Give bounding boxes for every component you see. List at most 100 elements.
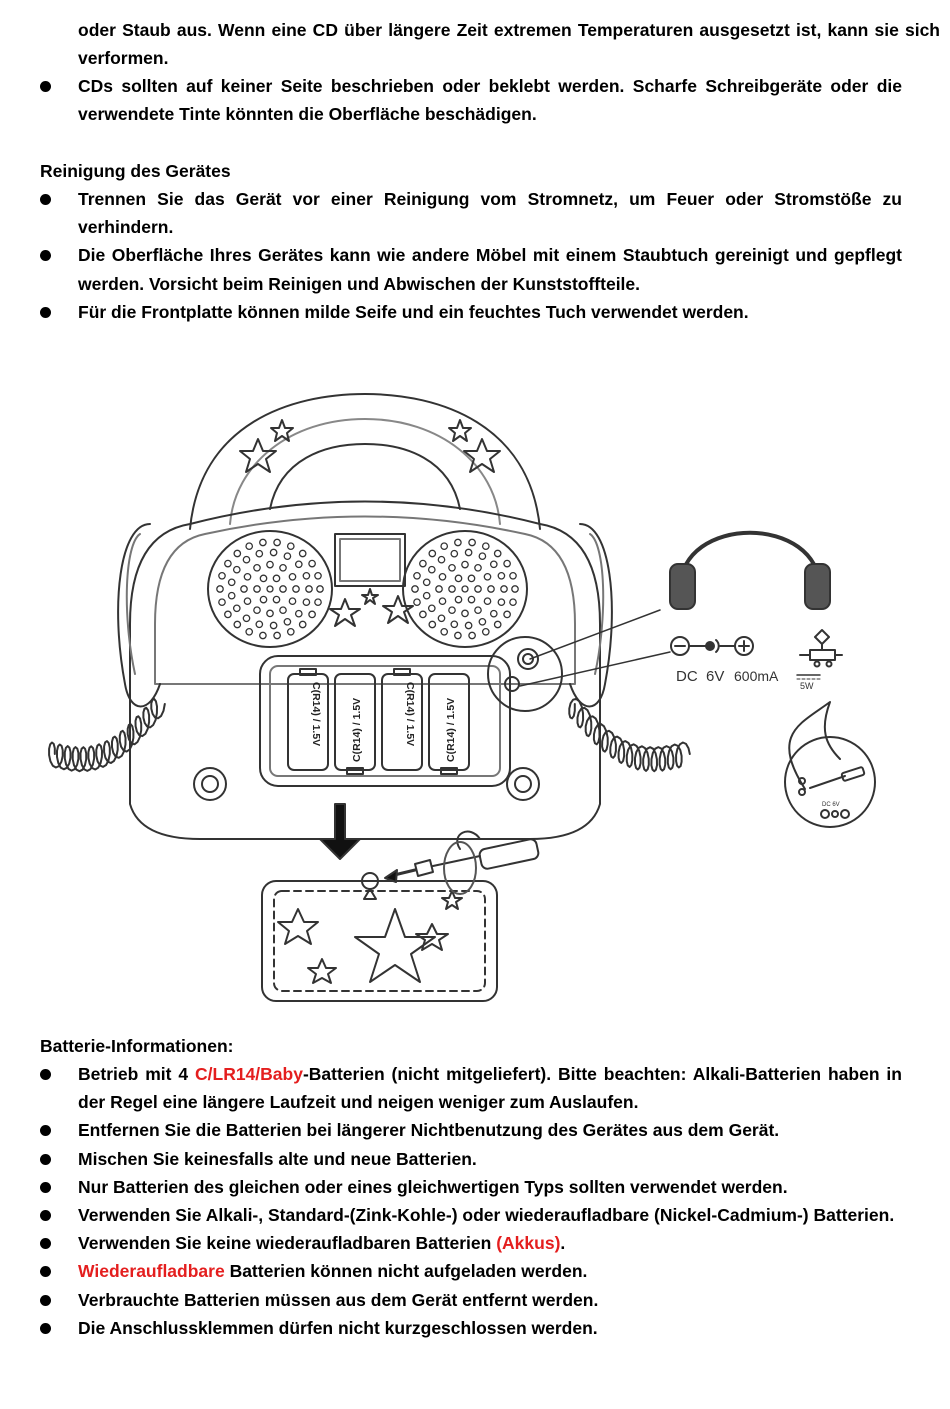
speaker-hole <box>259 538 267 547</box>
battery-compartment-inner <box>269 665 501 777</box>
speaker-hole <box>286 542 295 551</box>
speaker-hole <box>467 595 476 604</box>
voltage-label: 6V <box>706 668 724 685</box>
star-icon <box>463 438 501 473</box>
speaker-hole <box>308 610 316 619</box>
triangle-marker-icon <box>363 888 377 900</box>
speaker-hole <box>245 627 254 636</box>
speaker-hole <box>468 538 476 547</box>
bullet-text: . <box>560 1233 566 1254</box>
speaker-hole <box>279 606 287 615</box>
cleaning-bullet: Trennen Sie das Gerät vor einer Reinigun… <box>40 185 902 241</box>
speaker-hole <box>302 598 311 607</box>
speaker-hole <box>288 597 297 606</box>
right-foot-button-inner <box>514 775 532 793</box>
battery-bullet: Mischen Sie keinesfalls alte und neue Ba… <box>40 1145 902 1173</box>
speaker-hole <box>483 572 492 581</box>
bullet-text: Batterien können nicht aufgeladen werden… <box>224 1261 588 1282</box>
left-microphone-cable <box>48 697 166 773</box>
speaker-hole <box>468 631 476 640</box>
speaker-hole <box>493 620 502 629</box>
speaker-hole <box>253 585 261 593</box>
battery-cell <box>334 673 376 771</box>
speaker-hole <box>294 560 303 569</box>
battery-bullet: Verbrauchte Batterien müssen aus dem Ger… <box>40 1286 902 1314</box>
speaker-hole <box>489 609 498 618</box>
device-body <box>129 500 601 840</box>
speaker-hole <box>503 610 511 619</box>
speaker-hole <box>286 627 295 636</box>
bullet-text: Verwenden Sie keine wiederaufladbaren Ba… <box>78 1233 497 1254</box>
speaker-hole <box>298 620 307 629</box>
speaker-hole <box>478 617 487 626</box>
screw-icon <box>414 859 434 877</box>
inset-callout <box>788 701 841 790</box>
rechargeable-highlight: Wiederaufladbare <box>78 1261 225 1282</box>
battery-bullet: Die Anschlussklemmen dürfen nicht kurzge… <box>40 1314 902 1342</box>
star-icon <box>239 438 277 473</box>
battery-terminal <box>346 767 364 775</box>
speaker-hole <box>450 620 459 629</box>
speaker-hole <box>272 574 281 583</box>
cleaning-heading: Reinigung des Gerätes <box>40 161 231 181</box>
intro-bullet: CDs sollten auf keiner Seite beschrieben… <box>40 72 902 128</box>
star-icon <box>270 419 294 442</box>
battery-label: C(R14) / 1.5V <box>351 698 363 762</box>
speaker-hole <box>272 595 281 604</box>
speaker-hole <box>255 549 264 558</box>
speaker-hole <box>243 572 252 581</box>
speaker-hole <box>428 549 437 558</box>
speaker-hole <box>266 560 274 569</box>
speaker-hole <box>302 571 311 580</box>
speaker-hole <box>467 574 476 583</box>
battery-cover <box>261 880 498 1002</box>
speaker-hole <box>218 571 226 580</box>
battery-compartment <box>259 655 511 787</box>
dc-label: DC <box>676 668 698 685</box>
cleaning-bullet-list: Trennen Sie das Gerät vor einer Reinigun… <box>40 185 902 326</box>
speaker-hole <box>474 606 482 615</box>
speaker-hole <box>503 559 511 568</box>
speaker-hole <box>411 585 419 593</box>
speaker-hole <box>481 542 490 551</box>
speaker-hole <box>511 585 519 593</box>
speaker-hole <box>227 591 236 600</box>
speaker-hole <box>454 538 462 547</box>
speaker-hole <box>273 538 281 547</box>
speaker-hole <box>224 610 232 619</box>
speaker-hole <box>413 598 421 607</box>
speaker-hole <box>259 595 268 604</box>
battery-cell <box>428 673 470 771</box>
speaker-hole <box>419 610 427 619</box>
speaker-hole <box>419 559 427 568</box>
power-label: 5W <box>800 681 814 691</box>
polarity-symbol-icon <box>670 636 754 656</box>
speaker-hole <box>255 620 264 629</box>
akkus-highlight: (Akkus) <box>496 1233 561 1254</box>
speaker-hole <box>448 606 456 615</box>
dc-plug-icon <box>798 766 866 796</box>
speaker-hole <box>259 574 268 583</box>
current-label: 600mA <box>734 668 779 684</box>
speaker-hole <box>428 620 437 629</box>
star-icon <box>329 598 361 627</box>
speaker-hole <box>438 597 447 606</box>
speaker-hole <box>437 614 446 623</box>
speaker-hole <box>474 585 482 593</box>
right-microphone-cable <box>568 697 691 773</box>
battery-cover-inner <box>273 890 486 992</box>
battery-terminal <box>393 668 411 676</box>
speaker-hole <box>437 555 446 564</box>
speaker-hole <box>308 559 316 568</box>
front-panel <box>154 515 576 685</box>
speaker-hole <box>440 627 449 636</box>
battery-heading: Batterie-Informationen: <box>40 1036 234 1056</box>
speaker-hole <box>232 565 241 574</box>
speaker-hole <box>227 578 236 587</box>
headphone-jack-inner <box>522 653 534 665</box>
speaker-hole <box>454 631 462 640</box>
speaker-hole <box>232 604 241 613</box>
star-icon <box>448 419 472 442</box>
